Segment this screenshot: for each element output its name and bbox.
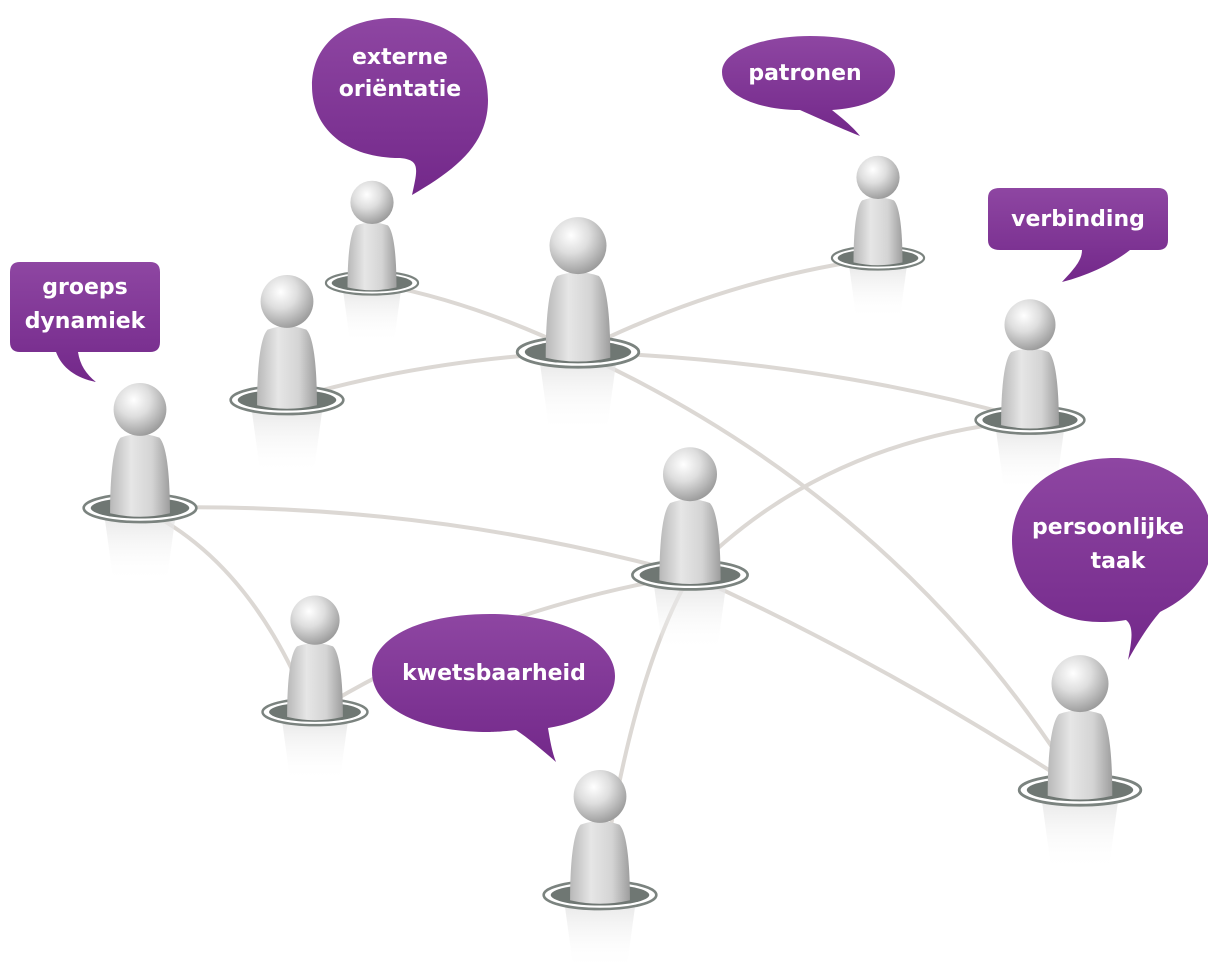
person-icon bbox=[515, 217, 641, 433]
connector-line bbox=[576, 350, 1032, 422]
connector-line bbox=[576, 256, 880, 354]
person-body bbox=[570, 821, 630, 904]
bubble-text-line: oriëntatie bbox=[339, 77, 461, 102]
person-icon bbox=[229, 275, 345, 475]
person-body bbox=[287, 643, 343, 721]
bubble-text-line: externe bbox=[352, 45, 448, 70]
bubble-text-line: verbinding bbox=[1011, 207, 1145, 232]
person-icon bbox=[1017, 655, 1143, 871]
person-body bbox=[347, 222, 397, 291]
bubble-persoonlijke-taak: persoonlijke taak bbox=[1012, 458, 1208, 660]
person-icon bbox=[830, 155, 926, 320]
person-reflection bbox=[251, 410, 323, 475]
speech-bubble bbox=[10, 262, 160, 382]
person-head bbox=[260, 275, 314, 328]
person-body bbox=[659, 499, 721, 584]
speech-bubble bbox=[988, 188, 1168, 282]
bubble-text-line: dynamiek bbox=[25, 309, 147, 334]
speech-bubble bbox=[312, 18, 488, 195]
speech-bubble bbox=[372, 614, 615, 762]
person-head bbox=[573, 770, 627, 823]
person-icon bbox=[324, 180, 420, 345]
person-head bbox=[1004, 299, 1056, 351]
person-body bbox=[257, 326, 317, 409]
person-reflection bbox=[564, 905, 636, 965]
person-head bbox=[663, 447, 717, 502]
person-head bbox=[113, 383, 167, 436]
person-icon bbox=[542, 770, 658, 965]
bubble-verbinding: verbinding bbox=[988, 188, 1168, 282]
bubble-externe-orientatie: externe oriëntatie bbox=[312, 18, 488, 195]
person-head bbox=[350, 180, 394, 224]
bubble-text-line: patronen bbox=[748, 61, 861, 86]
person-reflection bbox=[104, 518, 176, 583]
bubble-groeps-dynamiek: groeps dynamiek bbox=[10, 262, 160, 382]
person-icon bbox=[631, 447, 749, 652]
person-reflection bbox=[540, 363, 616, 433]
person-head bbox=[549, 217, 607, 275]
connector-line bbox=[576, 350, 1082, 792]
person-icon bbox=[82, 383, 198, 583]
speech-bubble bbox=[1012, 458, 1208, 660]
bubble-text-line: persoonlijke bbox=[1032, 515, 1184, 540]
person-icon bbox=[261, 595, 369, 782]
bubble-text-line: groeps bbox=[42, 275, 127, 300]
person-body bbox=[110, 434, 170, 517]
person-body bbox=[1047, 710, 1113, 800]
connector-line bbox=[138, 505, 692, 577]
person-reflection bbox=[1042, 801, 1118, 871]
connector-line bbox=[688, 573, 1082, 792]
person-reflection bbox=[343, 291, 401, 345]
person-reflection bbox=[849, 266, 907, 320]
person-head bbox=[290, 595, 340, 645]
person-icon bbox=[974, 299, 1086, 493]
person-reflection bbox=[282, 721, 348, 782]
bubble-kwetsbaarheid: kwetsbaarheid bbox=[372, 614, 615, 762]
bubble-patronen: patronen bbox=[722, 36, 895, 136]
person-reflection bbox=[654, 585, 726, 652]
speech-bubble bbox=[722, 36, 895, 136]
connector-line bbox=[688, 418, 1032, 577]
person-body bbox=[853, 197, 903, 266]
person-body bbox=[545, 272, 611, 362]
person-head bbox=[856, 155, 900, 199]
bubble-text-line: kwetsbaarheid bbox=[402, 661, 586, 686]
bubble-text-line: taak bbox=[1091, 549, 1147, 574]
person-head bbox=[1051, 655, 1109, 713]
people-layer bbox=[82, 155, 1143, 965]
person-body bbox=[1001, 348, 1059, 429]
